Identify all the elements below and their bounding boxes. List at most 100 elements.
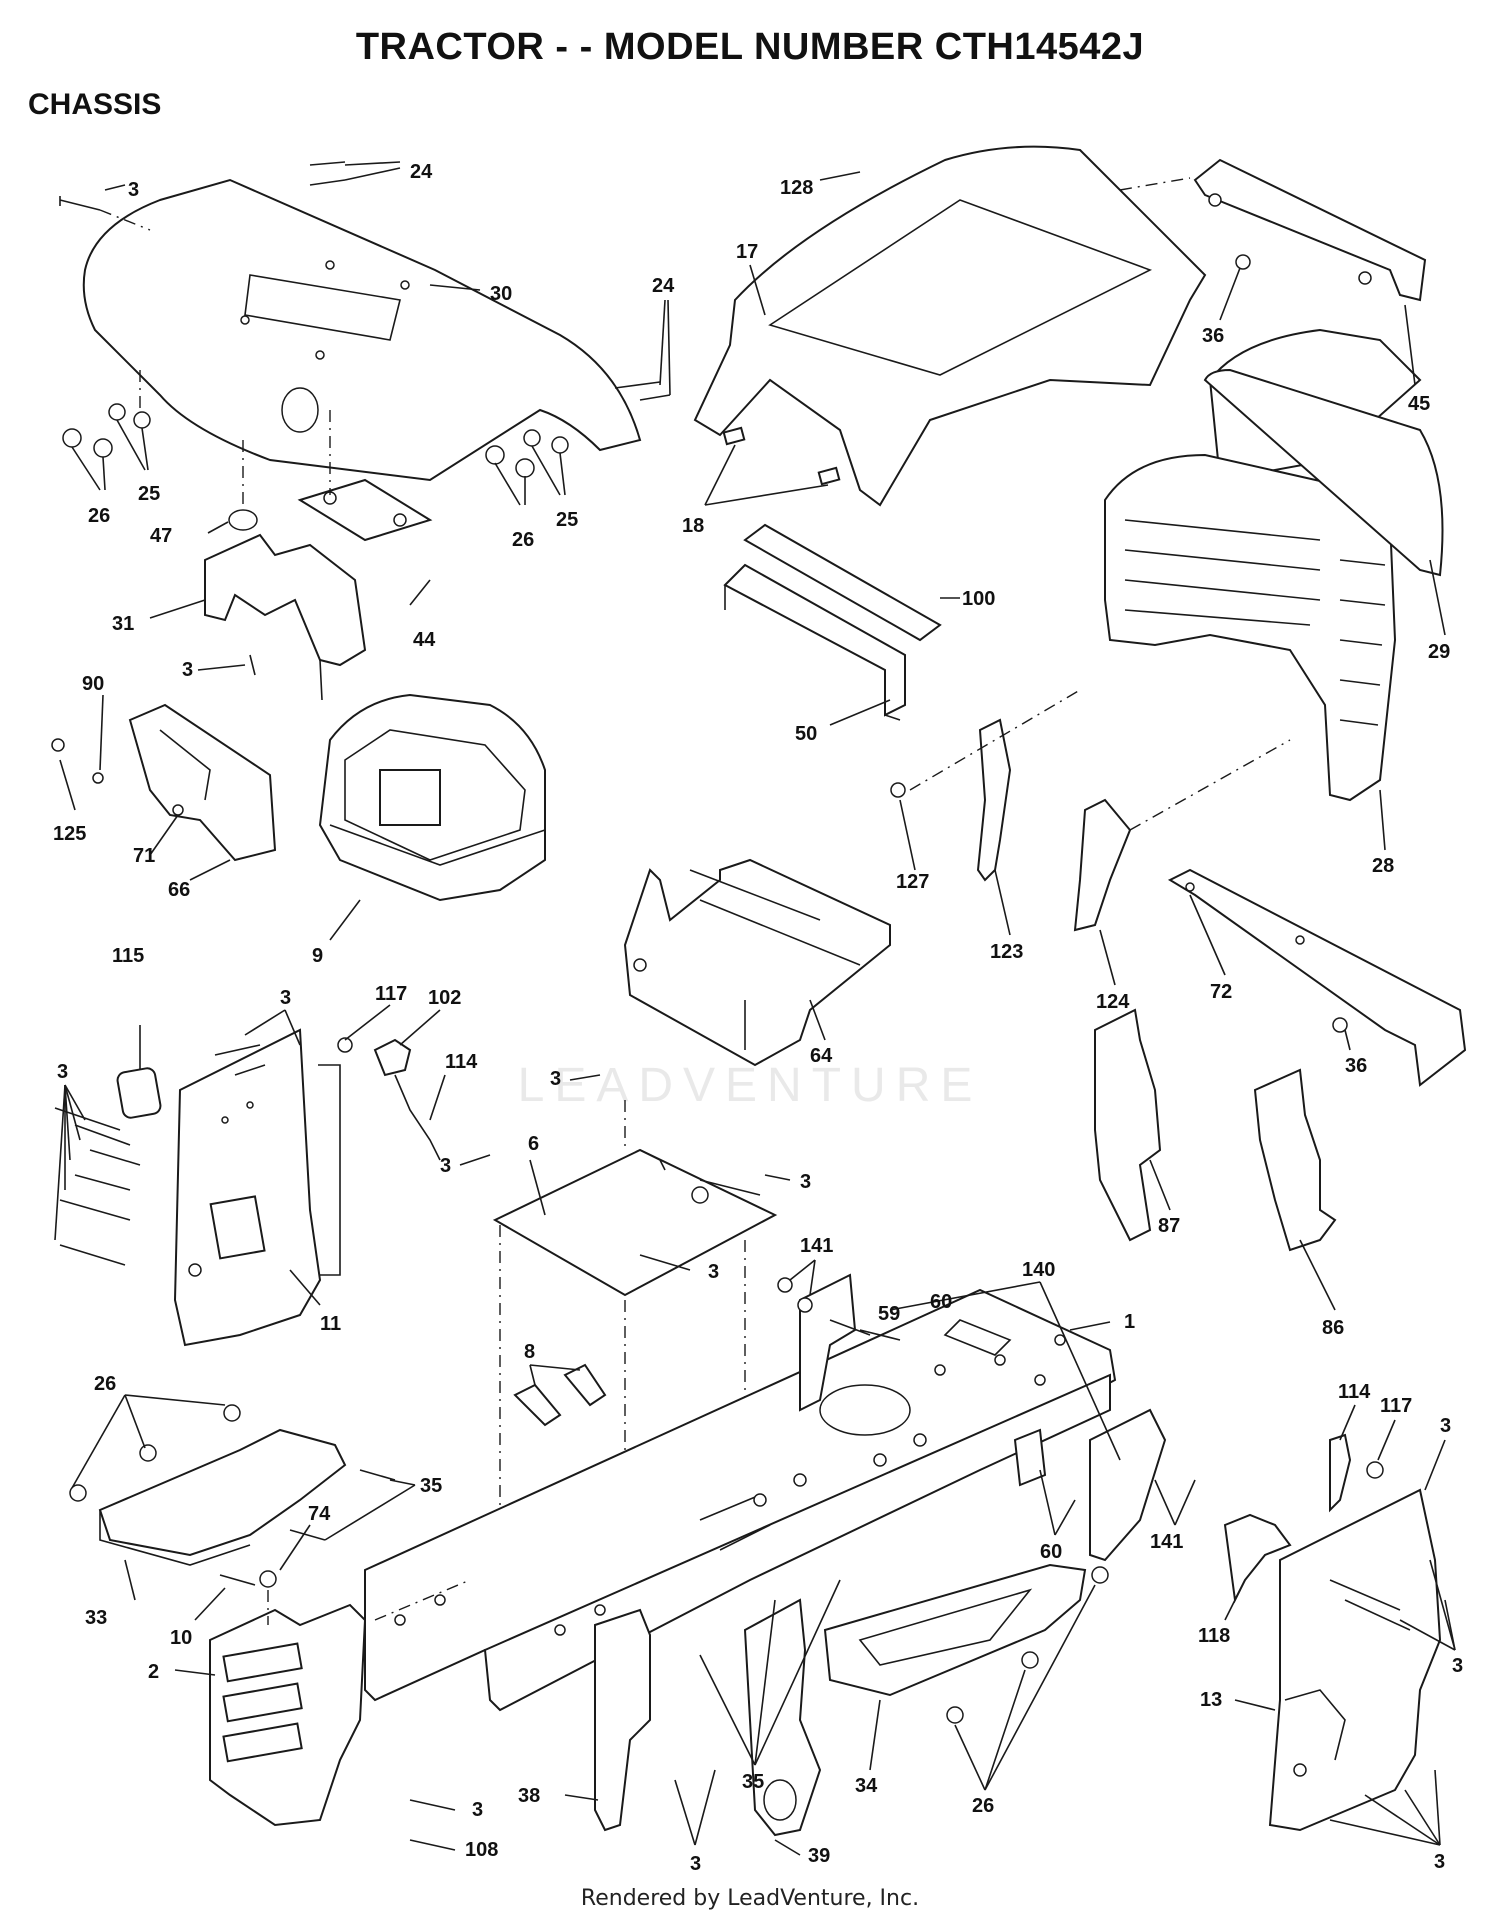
footrest-left — [69, 1404, 396, 1586]
callout-label: 28 — [1372, 855, 1394, 877]
callout-label: 3 — [182, 659, 193, 681]
callout-label: 25 — [556, 509, 578, 531]
frame-bracket-140 — [777, 1273, 901, 1412]
callout-label: 114 — [445, 1051, 478, 1073]
callout-label: 50 — [795, 723, 817, 745]
callout-label: 3 — [1440, 1415, 1451, 1437]
callout-label: 100 — [962, 588, 995, 610]
left-side-plate — [54, 1028, 341, 1347]
hood-rear-part — [693, 145, 1207, 507]
callout-label: 8 — [524, 1341, 535, 1363]
callout-label: 3 — [440, 1155, 451, 1177]
callout-label: 3 — [708, 1261, 719, 1283]
callout-label: 24 — [410, 161, 433, 183]
callout-label: 44 — [413, 629, 436, 651]
side-panel-87 — [1094, 1008, 1162, 1242]
footer-credit: Rendered by LeadVenture, Inc. — [580, 1886, 920, 1911]
callout-label: 39 — [808, 1845, 830, 1867]
callout-label: 72 — [1210, 981, 1232, 1003]
hood-support-bracket — [204, 410, 433, 701]
callout-label: 3 — [1434, 1851, 1445, 1873]
callout-label: 45 — [1408, 393, 1430, 415]
callout-label: 108 — [465, 1839, 498, 1861]
callout-label: 118 — [1198, 1625, 1230, 1647]
callout-label: 10 — [170, 1627, 192, 1649]
side-panel-86 — [1253, 1068, 1337, 1252]
callout-label: 3 — [57, 1061, 68, 1083]
callout-label: 26 — [94, 1373, 116, 1395]
footrest-right — [823, 1563, 1109, 1724]
callout-label: 24 — [652, 275, 675, 297]
callout-label: 33 — [85, 1607, 107, 1629]
callout-label: 38 — [518, 1785, 540, 1807]
callout-label: 36 — [1202, 325, 1224, 347]
front-grille-part — [1104, 328, 1444, 802]
callout-label: 90 — [82, 673, 104, 695]
callout-label: 47 — [150, 525, 172, 547]
callout-label: 3 — [690, 1853, 701, 1875]
callout-label: 30 — [490, 283, 512, 305]
bracket-39 — [743, 1598, 822, 1837]
battery-clips — [513, 1363, 607, 1427]
callout-label: 1 — [1124, 1311, 1135, 1333]
callout-label: 2 — [148, 1661, 159, 1683]
callout-label: 141 — [800, 1235, 833, 1257]
grille-bracket-123 — [890, 689, 1081, 882]
bracket-38 — [594, 1608, 651, 1832]
callout-label: 29 — [1428, 641, 1450, 663]
page-title: TRACTOR - - MODEL NUMBER CTH14542J — [355, 26, 1145, 68]
callout-label: 141 — [1150, 1531, 1183, 1553]
callout-label: 31 — [112, 613, 134, 635]
callout-label: 26 — [512, 529, 534, 551]
callout-label: 127 — [896, 871, 929, 893]
callout-label: 140 — [1022, 1259, 1055, 1281]
hood-bolts — [59, 161, 671, 401]
callout-label: 26 — [88, 505, 110, 527]
leader-lines — [54, 161, 1456, 1856]
watermark-text: LEADVENTURE — [517, 1059, 983, 1112]
callout-label: 123 — [990, 941, 1023, 963]
section-title: CHASSIS — [28, 88, 162, 121]
nuts-washers-left — [62, 370, 151, 458]
callout-label: 35 — [742, 1771, 764, 1793]
callout-label: 17 — [736, 241, 758, 263]
callout-label: 25 — [138, 483, 160, 505]
hood-top-part — [82, 178, 642, 482]
callout-label: 26 — [972, 1795, 994, 1817]
callout-label: 117 — [375, 983, 407, 1005]
callout-label: 18 — [682, 515, 704, 537]
callout-label: 9 — [312, 945, 323, 967]
callout-label: 102 — [428, 987, 461, 1009]
callout-label: 60 — [930, 1291, 952, 1313]
callout-label: 34 — [855, 1775, 878, 1797]
callout-label: 74 — [308, 1503, 331, 1525]
callout-label: 64 — [810, 1045, 833, 1067]
callout-label: 3 — [1452, 1655, 1463, 1677]
seat-support-bar — [723, 523, 942, 721]
callout-label: 115 — [112, 945, 144, 967]
callout-label: 125 — [53, 823, 86, 845]
dash-housing-part — [318, 693, 546, 902]
right-side-plate — [1268, 1488, 1442, 1832]
callout-label: 6 — [528, 1133, 539, 1155]
callout-label: 11 — [320, 1313, 341, 1335]
callout-label: 3 — [550, 1068, 561, 1090]
callout-label: 86 — [1322, 1317, 1344, 1339]
callout-label: 124 — [1096, 991, 1130, 1013]
dash-panel-part — [51, 703, 277, 862]
callout-label: 3 — [800, 1171, 811, 1193]
callout-label: 3 — [472, 1799, 483, 1821]
callout-label: 13 — [1200, 1689, 1222, 1711]
callout-label: 66 — [168, 879, 190, 901]
callout-label: 3 — [128, 179, 139, 201]
callout-label: 60 — [1040, 1541, 1062, 1563]
callout-label: 71 — [133, 845, 155, 867]
grille-bracket-124 — [1073, 739, 1291, 932]
callout-label: 128 — [780, 177, 813, 199]
bracket-114-right — [1329, 1433, 1384, 1513]
front-frame-plate — [209, 1570, 471, 1827]
callout-label: 114 — [1338, 1381, 1371, 1403]
lever-bracket-102 — [337, 1037, 441, 1161]
frame-front-support — [623, 858, 891, 1067]
